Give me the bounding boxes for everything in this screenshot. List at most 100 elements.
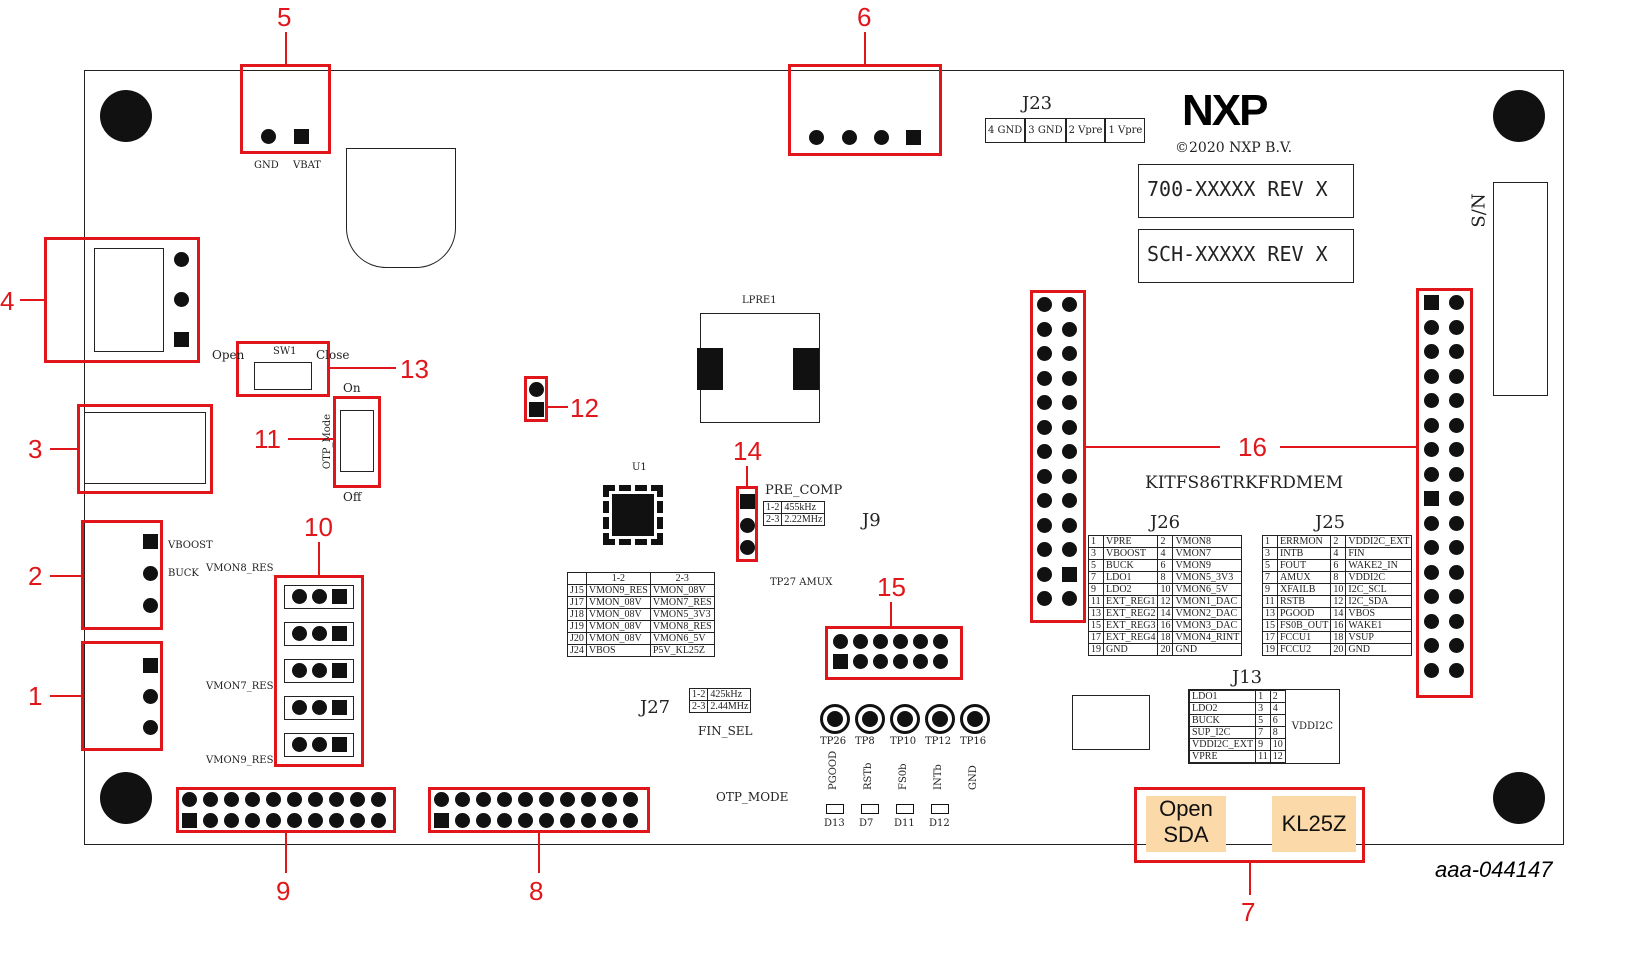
table-cell: 15 [1262, 619, 1278, 632]
table-cell: PGOOD [1276, 607, 1332, 620]
header-pin [1448, 491, 1464, 506]
on-label: On [343, 381, 361, 395]
header-pin [434, 813, 449, 828]
table-cell: I2C_SDA [1345, 595, 1413, 608]
otp-mode-switch[interactable] [340, 410, 374, 472]
table-cell: 9 [1262, 583, 1278, 596]
callout-box-13 [236, 341, 330, 397]
table-cell: 10 [1269, 738, 1286, 751]
table-cell: 5 [1255, 714, 1271, 727]
table-cell: 6 [1269, 714, 1286, 727]
sw1-switch[interactable] [254, 362, 312, 390]
header-pin [1037, 493, 1052, 508]
jumper-pin [312, 700, 327, 715]
test-point [855, 704, 885, 734]
sw4-switch [1072, 695, 1150, 750]
header-pin [1037, 419, 1052, 435]
table-cell: 1 [1262, 535, 1278, 548]
jumper-pin [312, 626, 327, 641]
callout-number-3: 3 [28, 434, 43, 464]
callout-box-10 [274, 575, 364, 767]
header-pin [203, 792, 218, 807]
lpre1-pad [793, 348, 819, 390]
mounting-hole-bh4 [1493, 772, 1545, 824]
table-cell: 19 [1262, 643, 1278, 656]
header-pin [602, 792, 617, 807]
callout-box-1 [81, 641, 163, 751]
header-pin [1424, 515, 1439, 531]
table-cell: 2 [1330, 535, 1347, 548]
header-pin [182, 792, 197, 807]
header-pin [329, 813, 344, 828]
header-pin [1061, 542, 1077, 557]
table-cell: EXT_REG4 [1102, 631, 1159, 644]
header-pin [1061, 419, 1077, 435]
led-label: D12 [929, 818, 950, 829]
test-point-label: TP10 [890, 736, 917, 747]
header-pin [1448, 368, 1464, 384]
header-pin [1061, 591, 1077, 606]
callout-number-2: 2 [28, 561, 43, 591]
header-pin [623, 813, 638, 828]
table-cell: VMON_08V [585, 632, 651, 645]
callout-number-14: 14 [733, 436, 762, 466]
table-cell: J15 [567, 584, 587, 597]
table-cell: P5V_KL25Z [649, 644, 715, 657]
vmon7-res-label: VMON7_RES [206, 681, 274, 692]
header-cell: 2-3 [649, 572, 715, 585]
table-cell: EXT_REG2 [1102, 607, 1159, 620]
table-cell: VDDI2C [1345, 571, 1413, 584]
battery-holder-cbat [346, 148, 456, 268]
header-pin [1037, 346, 1052, 361]
header-pin [287, 792, 302, 807]
header-pin [1037, 566, 1052, 582]
table-cell: 12 [1157, 595, 1174, 608]
table-cell: 5 [1262, 559, 1278, 572]
table-cell: GND [1172, 643, 1243, 656]
header-pin [1448, 613, 1464, 629]
schematic-box: SCH-XXXXX REV X [1138, 229, 1354, 283]
table-cell: 17 [1088, 631, 1104, 644]
header-pin [581, 792, 596, 807]
table-cell: 14 [1157, 607, 1174, 620]
led-icon [861, 804, 879, 814]
table-cell: 18 [1330, 631, 1347, 644]
header-pin [1424, 319, 1439, 335]
header-pin [539, 792, 554, 807]
header-pin [933, 654, 948, 669]
callout-box-9 [176, 787, 396, 833]
table-cell: FCCU2 [1276, 643, 1332, 656]
jumper-pin [292, 700, 307, 715]
callout-box-7 [1134, 787, 1365, 863]
buck-label: BUCK [168, 568, 199, 579]
header-pin [1424, 442, 1439, 457]
test-point-signal: PGOOD [828, 750, 839, 790]
header-pin [1424, 393, 1439, 408]
header-pin [1448, 393, 1464, 408]
table-cell: 3 [1255, 702, 1271, 715]
jumper-pin [292, 589, 307, 604]
header-pin [539, 813, 554, 828]
header-pin [1424, 638, 1439, 653]
header-pin [1448, 417, 1464, 433]
header-pin [371, 792, 386, 807]
table-cell: VMON9_RES [585, 584, 651, 597]
table-cell: XFAILB [1276, 583, 1332, 596]
table-cell: VMON_08V [585, 608, 651, 621]
header-pin [1037, 542, 1052, 557]
header-pin [224, 792, 239, 807]
board-name: KITFS86TRKFRDMEM [1145, 473, 1344, 493]
callout-box-3 [77, 404, 213, 494]
